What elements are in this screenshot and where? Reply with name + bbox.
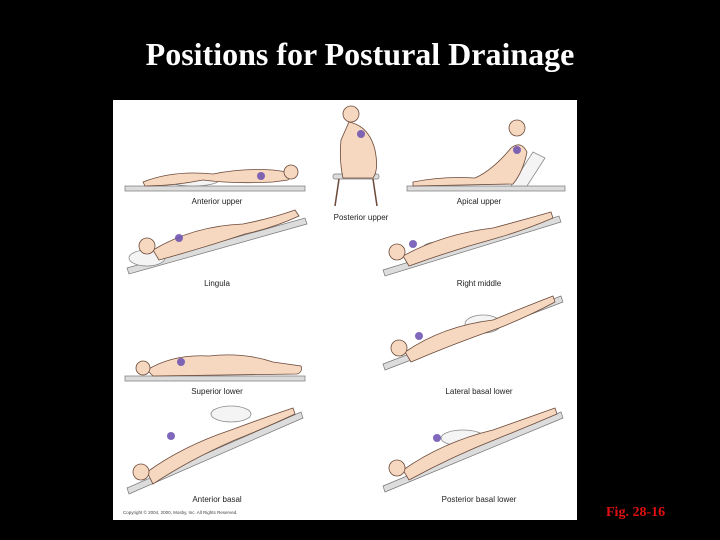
lung-segment-marker <box>415 332 423 340</box>
body <box>339 121 377 179</box>
postural-drainage-figure: Anterior upper Posterior upper Apical up… <box>113 100 577 520</box>
body <box>146 354 302 377</box>
figure-lateral-basal-lower: Lateral basal lower <box>382 295 564 396</box>
table-anterior-upper <box>124 185 306 192</box>
figure-reference: Fig. 28-16 <box>606 505 666 520</box>
body <box>146 407 296 485</box>
head <box>132 463 150 481</box>
body <box>402 211 554 267</box>
lung-segment-marker <box>409 240 417 248</box>
stool-leg <box>372 178 378 207</box>
lung-segment-marker <box>357 130 365 138</box>
figure-anterior-upper: Anterior upper <box>124 164 306 206</box>
head <box>342 105 360 123</box>
tilted-board <box>126 217 308 275</box>
lung-segment-marker <box>175 234 183 242</box>
body <box>404 295 556 363</box>
label-posterior-basal-lower: Posterior basal lower <box>442 495 517 504</box>
page-title: Positions for Postural Drainage <box>145 36 575 72</box>
lung-segment-marker <box>167 432 175 440</box>
body <box>412 144 528 187</box>
head <box>388 459 406 477</box>
lung-segment-marker <box>513 146 521 154</box>
pillow <box>210 405 252 423</box>
lung-segment-marker <box>433 434 441 442</box>
head <box>390 339 408 357</box>
label-apical-upper: Apical upper <box>457 197 502 206</box>
label-anterior-basal: Anterior basal <box>192 495 242 504</box>
figure-anterior-basal: Anterior basal <box>126 405 304 504</box>
copyright-notice: Copyright © 2004, 2000, Mosby, Inc. All … <box>123 509 238 515</box>
figure-right-middle: Right middle <box>382 211 562 288</box>
figure-posterior-basal-lower: Posterior basal lower <box>382 407 564 504</box>
table-apical-upper <box>406 185 566 192</box>
figure-lingula: Lingula <box>126 209 308 288</box>
table-superior-lower <box>124 375 306 382</box>
label-superior-lower: Superior lower <box>191 387 243 396</box>
body <box>152 209 300 261</box>
back-rest <box>510 151 546 187</box>
figure-posterior-upper: Posterior upper <box>332 105 389 222</box>
lung-segment-marker <box>257 172 265 180</box>
head <box>138 237 156 255</box>
label-lateral-basal-lower: Lateral basal lower <box>445 387 512 396</box>
figure-superior-lower: Superior lower <box>124 354 306 396</box>
label-right-middle: Right middle <box>457 279 502 288</box>
positions-illustration: Anterior upper Posterior upper Apical up… <box>123 105 566 515</box>
stool-leg <box>334 178 340 207</box>
body <box>402 407 558 481</box>
head <box>388 243 406 261</box>
figure-apical-upper: Apical upper <box>406 119 566 206</box>
label-lingula: Lingula <box>204 279 230 288</box>
head <box>135 360 151 376</box>
head <box>508 119 526 137</box>
body <box>142 169 291 187</box>
lung-segment-marker <box>177 358 185 366</box>
tilted-board <box>382 411 564 493</box>
tilted-board <box>126 411 304 495</box>
head <box>283 164 299 180</box>
label-anterior-upper: Anterior upper <box>192 197 243 206</box>
label-posterior-upper: Posterior upper <box>334 213 389 222</box>
